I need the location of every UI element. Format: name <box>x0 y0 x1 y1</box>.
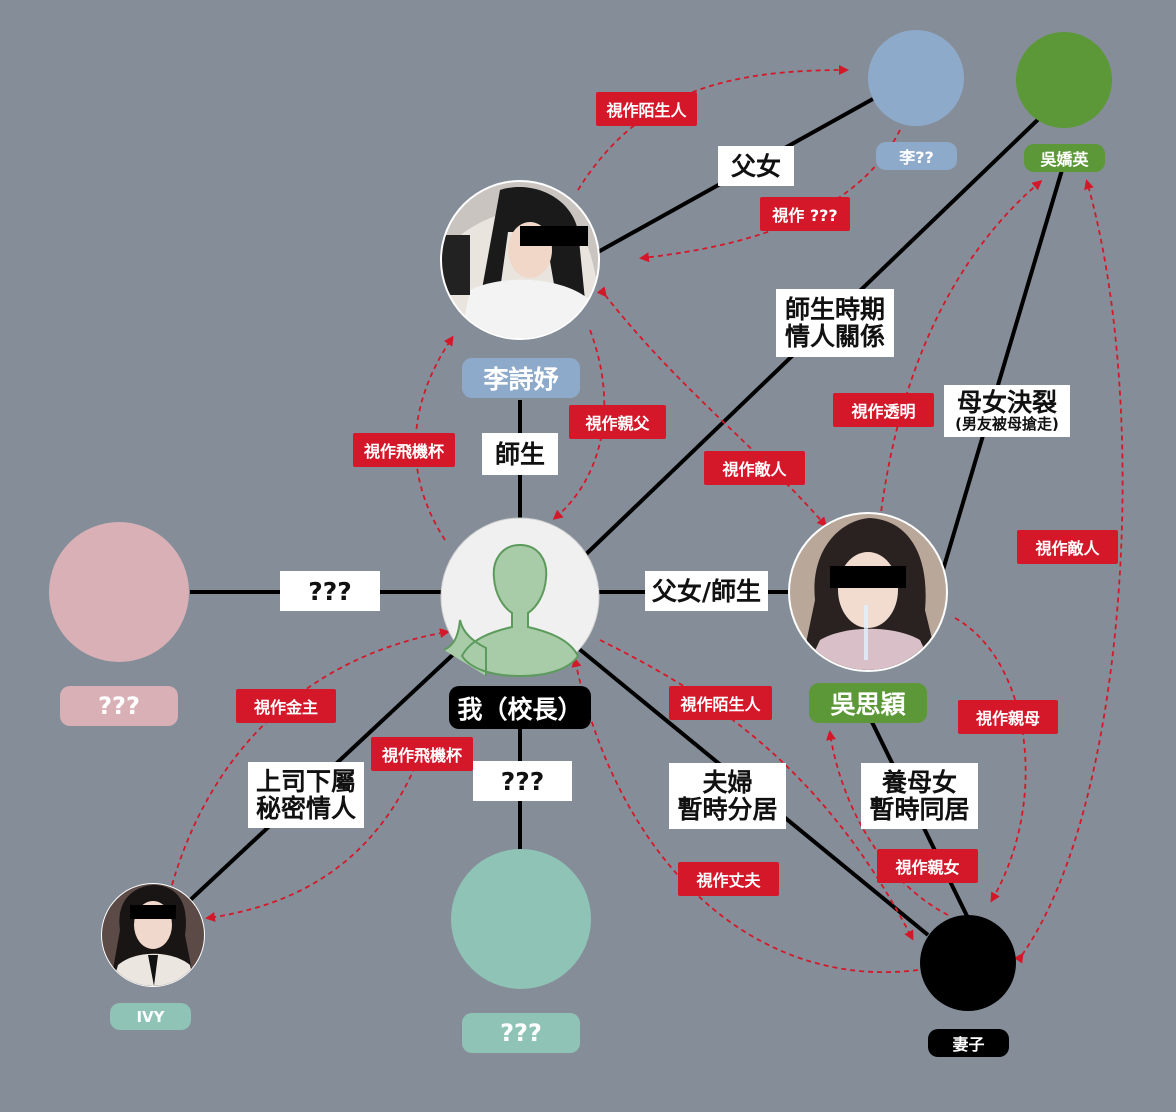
wu-jiaoying-node[interactable] <box>1016 32 1112 128</box>
relation-line-2: 情人關係 <box>784 322 885 351</box>
relation-line-2: 暫時分居 <box>677 795 778 824</box>
censor-bar <box>830 566 906 588</box>
relation-line-2: (男友被母搶走) <box>955 415 1059 433</box>
relation-line-1: 師生時期 <box>784 295 885 324</box>
person-silhouette-icon <box>443 543 580 678</box>
wu-siying-avatar[interactable] <box>788 512 948 672</box>
relation-me-wu-siying: 父女/師生 <box>645 571 768 611</box>
relation-wu-jiaoying-wu-siying: 母女決裂 (男友被母搶走) <box>944 385 1070 437</box>
nodes <box>49 30 1112 1011</box>
relation-line-2: 暫時同居 <box>869 795 970 824</box>
view-me-to-ivy: 視作飛機杯 <box>371 737 473 771</box>
li-father-name: 李?? <box>876 142 957 170</box>
arrow-li-shiyu-wu-siying <box>596 286 827 528</box>
relation-line-1: 母女決裂 <box>956 388 1057 417</box>
view-li-father-to-li-shiyu: 視作 ??? <box>760 197 850 231</box>
relation-wu-siying-wife: 養母女 暫時同居 <box>861 763 978 829</box>
censor-bar <box>520 226 588 246</box>
view-wife-wu-jiaoying: 視作敵人 <box>1017 530 1118 564</box>
relation-me-li-shiyu: 師生 <box>482 433 558 475</box>
view-me-to-li-shiyu: 視作飛機杯 <box>353 433 455 467</box>
arrow-me-to-wife <box>599 639 914 941</box>
relation-line-1: 上司下屬 <box>255 767 356 796</box>
relation-me-ivy: 上司下屬 秘密情人 <box>248 762 364 828</box>
me-name: 我（校長） <box>449 686 591 729</box>
arrow-wife-to-wu-siying <box>826 730 949 916</box>
wife-name: 妻子 <box>928 1029 1009 1057</box>
line-wu-jiaoying-wu-siying <box>938 169 1064 581</box>
unknown-pink-node[interactable] <box>49 522 189 662</box>
relation-me-unknown-teal: ??? <box>473 761 572 801</box>
wife-node[interactable] <box>920 915 1016 1011</box>
view-wu-siying-to-wu-jiaoying: 視作透明 <box>833 393 934 427</box>
relation-li-father-li-shiyu: 父女 <box>718 146 794 186</box>
unknown-teal-node[interactable] <box>451 849 591 989</box>
view-wife-to-wu-siying: 視作親女 <box>877 849 978 883</box>
wu-siying-name: 吳思穎 <box>809 683 927 723</box>
wu-jiaoying-name: 吳嬌英 <box>1024 144 1105 172</box>
censor-bar <box>130 905 176 919</box>
li-shiyu-avatar[interactable] <box>440 180 600 340</box>
relation-me-wu-jiaoying: 師生時期 情人關係 <box>776 289 894 357</box>
view-arrows <box>171 65 1124 974</box>
relation-line-1: 養母女 <box>881 768 957 797</box>
view-li-shiyu-wu-siying: 視作敵人 <box>704 451 805 485</box>
ivy-avatar[interactable] <box>101 883 205 987</box>
relation-line-1: 夫婦 <box>702 768 753 797</box>
relation-me-wife: 夫婦 暫時分居 <box>669 763 786 829</box>
ivy-name: IVY <box>110 1003 191 1030</box>
unknown-teal-name: ??? <box>462 1013 580 1053</box>
relation-me-unknown-pink: ??? <box>280 571 380 611</box>
unknown-pink-name: ??? <box>60 686 178 726</box>
view-me-to-wife: 視作陌生人 <box>669 686 772 720</box>
view-ivy-to-me: 視作金主 <box>236 689 336 723</box>
arrow-li-shiyu-to-li-father <box>577 65 849 191</box>
arrow-wu-siying-to-wife <box>954 617 1027 903</box>
relation-line-2: 秘密情人 <box>255 794 356 823</box>
view-li-shiyu-to-me: 視作親父 <box>569 405 666 439</box>
view-wu-siying-to-wife: 視作親母 <box>958 700 1058 734</box>
view-li-shiyu-to-li-father: 視作陌生人 <box>596 92 697 126</box>
arrow-wife-wu-jiaoying <box>1013 179 1124 964</box>
view-wife-to-me: 視作丈夫 <box>678 862 779 896</box>
li-shiyu-name: 李詩妤 <box>462 358 580 398</box>
arrow-wu-siying-to-wu-jiaoying <box>879 180 1043 521</box>
li-father-node[interactable] <box>868 30 964 126</box>
arrow-wife-to-me <box>571 657 919 974</box>
